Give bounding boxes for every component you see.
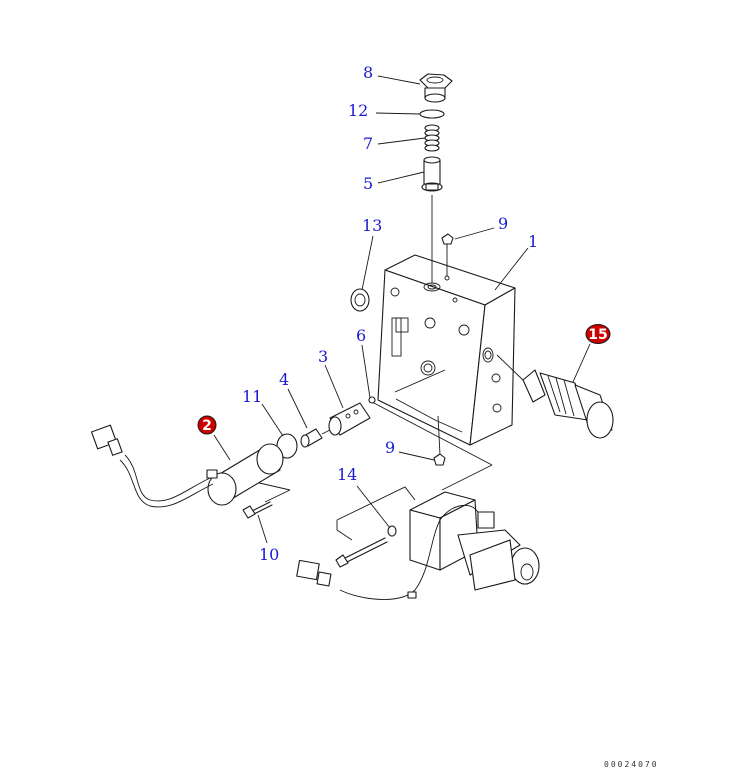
- label-12: 12: [348, 101, 368, 120]
- label-5: 5: [363, 174, 373, 193]
- o-ring-upper: [419, 109, 445, 119]
- label-4: 4: [279, 370, 289, 389]
- long-bolt: [335, 525, 397, 568]
- proportional-solenoid: [90, 424, 284, 508]
- solenoid-valve: [296, 486, 540, 600]
- svg-text:2: 2: [202, 418, 212, 434]
- label-8: 8: [363, 63, 373, 82]
- callout-leaders: [213, 75, 591, 544]
- label-14: 14: [337, 465, 357, 484]
- svg-text:15: 15: [588, 327, 607, 343]
- plug: [419, 73, 453, 103]
- badge-2: 2: [197, 415, 217, 435]
- badge-15: 15: [585, 324, 611, 344]
- label-11: 11: [242, 387, 262, 406]
- label-7: 7: [363, 134, 373, 153]
- mounting-bolt: [242, 501, 273, 519]
- spring: [424, 124, 440, 152]
- label-9-lower: 9: [385, 438, 395, 457]
- small-bolt-lower: [433, 453, 446, 466]
- part-labels: 8 12 7 5 9 1 13 6 3 4 11 9 14 10: [242, 63, 538, 564]
- drawing-code: 00024070: [604, 760, 659, 767]
- valve-block: [377, 254, 516, 446]
- assembly-lines: [254, 195, 493, 503]
- plunger: [300, 428, 331, 448]
- spool: [421, 156, 443, 192]
- relief-cartridge: [496, 354, 614, 439]
- label-10: 10: [259, 545, 279, 564]
- label-1: 1: [528, 232, 538, 251]
- sleeve: [328, 402, 371, 436]
- label-6: 6: [356, 326, 366, 345]
- seal-ring: [350, 288, 370, 312]
- label-13: 13: [362, 216, 382, 235]
- pin: [368, 396, 376, 404]
- label-3: 3: [318, 347, 328, 366]
- label-9-upper: 9: [498, 214, 508, 233]
- small-bolt-upper: [441, 233, 454, 248]
